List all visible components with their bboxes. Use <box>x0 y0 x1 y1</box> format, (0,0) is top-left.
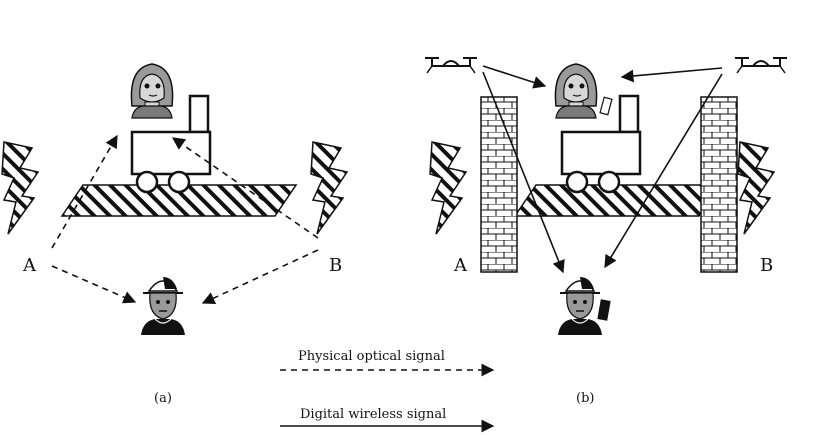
lightning-bolt-right-a <box>310 141 348 235</box>
label-b-right: B <box>760 255 773 276</box>
label-a-left: A <box>22 255 37 276</box>
woman-icon-a <box>130 63 174 119</box>
caption-a: (a) <box>154 391 172 406</box>
wireless-arrow-left-drone-to-woman <box>482 65 547 89</box>
legend: Physical optical signal Digital wireless… <box>280 349 495 433</box>
label-b-left: A <box>453 255 468 276</box>
road-b <box>513 184 722 217</box>
panel-a: A B (a) <box>1 63 348 406</box>
brick-wall-right <box>700 96 738 273</box>
lightning-bolt-right-b <box>737 141 775 235</box>
panel-b: A B (b) <box>424 57 788 406</box>
phone-icon-man <box>597 299 611 321</box>
road-a <box>60 184 298 217</box>
optical-arrow-a-to-man <box>51 265 137 304</box>
drone-icon-left <box>424 57 478 74</box>
wireless-arrow-left-drone-to-man <box>482 71 565 274</box>
lightning-bolt-left-b <box>429 141 467 235</box>
caption-b: (b) <box>576 391 594 406</box>
drone-icon-right <box>734 57 788 74</box>
woman-icon-b <box>554 63 598 119</box>
optical-arrow-b-to-man <box>201 249 319 304</box>
label-a-right: B <box>329 255 342 276</box>
phone-icon-woman <box>599 96 613 116</box>
wireless-arrow-right-drone-to-woman <box>620 67 723 83</box>
wireless-arrow-right-drone-to-man <box>604 73 723 269</box>
legend-physical-label: Physical optical signal <box>298 349 445 364</box>
man-icon-a <box>140 276 186 336</box>
man-icon-b <box>557 276 603 336</box>
optical-arrow-b-to-woman <box>171 137 319 239</box>
legend-digital-label: Digital wireless signal <box>300 407 446 422</box>
lightning-bolt-left-a <box>1 141 39 235</box>
brick-wall-left <box>480 96 518 273</box>
